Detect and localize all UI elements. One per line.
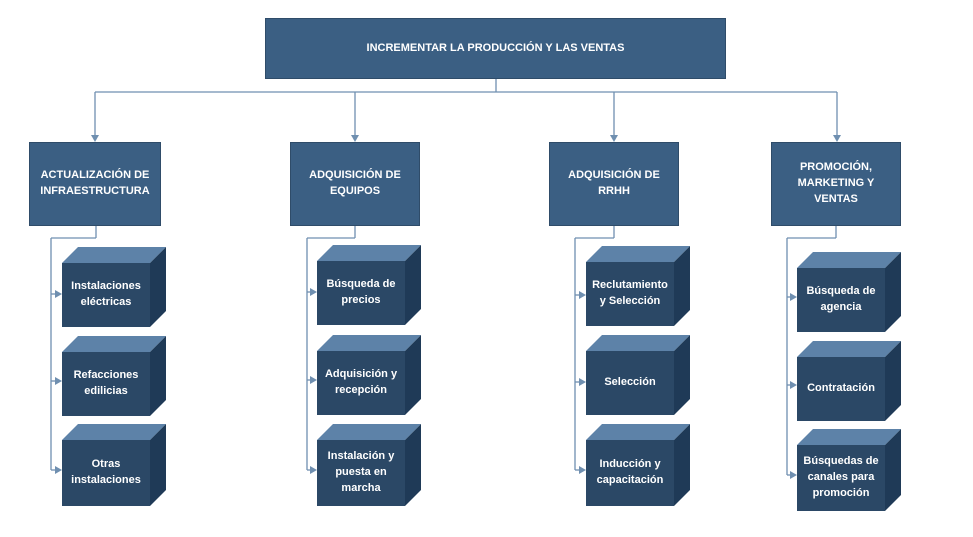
cube-top-face — [586, 246, 690, 262]
cube-side-face — [150, 336, 166, 416]
task-cube: Refacciones edilicias — [62, 336, 166, 416]
task-label: Contratación — [807, 382, 875, 395]
cube-shading — [797, 429, 901, 511]
branch-title: ADQUISICIÓN DE EQUIPOS — [309, 169, 401, 197]
task-label: Selección — [604, 376, 656, 389]
root-node: INCREMENTAR LA PRODUCCIÓN Y LAS VENTAS — [265, 18, 726, 79]
arrow-head — [790, 381, 797, 389]
cube-top-face — [62, 336, 166, 352]
arrow-head — [310, 466, 317, 474]
task-cube: Inducción y capacitación — [586, 424, 690, 506]
cube-top-face — [797, 341, 901, 357]
cube-side-face — [674, 335, 690, 415]
cube-side-face — [150, 247, 166, 327]
cube-side-face — [885, 341, 901, 421]
task-cube: Instalaciones eléctricas — [62, 247, 166, 327]
task-cube: Búsqueda de agencia — [797, 252, 901, 332]
arrow-head — [579, 466, 586, 474]
branch-node-infraestructura: ACTUALIZACIÓN DE INFRAESTRUCTURA — [29, 142, 161, 226]
cube-shading — [586, 424, 690, 506]
arrow-head — [55, 290, 62, 298]
task-label: Búsqueda de precios — [326, 278, 396, 306]
task-cube: Reclutamiento y Selección — [586, 246, 690, 326]
cube-shading — [586, 246, 690, 326]
arrow-head — [790, 471, 797, 479]
cube-top-face — [317, 245, 421, 261]
task-label: Búsquedas de canales para promoción — [803, 455, 879, 499]
cube-top-face — [62, 424, 166, 440]
branch-node-rrhh: ADQUISICIÓN DE RRHH — [549, 142, 679, 226]
cube-side-face — [885, 252, 901, 332]
branch-title: PROMOCIÓN, MARKETING Y VENTAS — [797, 161, 875, 205]
branch-title: ACTUALIZACIÓN DE INFRAESTRUCTURA — [40, 169, 150, 197]
cube-shading — [317, 424, 421, 506]
task-cube: Búsquedas de canales para promoción — [797, 429, 901, 511]
cube-top-face — [317, 335, 421, 351]
arrow-head — [91, 135, 99, 142]
root-label: INCREMENTAR LA PRODUCCIÓN Y LAS VENTAS — [366, 41, 625, 54]
cube-side-face — [405, 424, 421, 506]
cube-shading — [317, 245, 421, 325]
branch-node-marketing: PROMOCIÓN, MARKETING Y VENTAS — [771, 142, 901, 226]
cube-side-face — [674, 246, 690, 326]
task-label: Búsqueda de agencia — [806, 285, 876, 313]
cube-top-face — [317, 424, 421, 440]
cube-top-face — [62, 247, 166, 263]
cube-shading — [797, 341, 901, 421]
cube-shading — [62, 247, 166, 327]
cube-shading — [62, 336, 166, 416]
task-label: Adquisición y recepción — [324, 368, 398, 396]
arrow-head — [833, 135, 841, 142]
arrow-head — [55, 377, 62, 385]
task-cube: Contratación — [797, 341, 901, 421]
arrow-head — [310, 288, 317, 296]
cube-side-face — [885, 429, 901, 511]
arrow-head — [790, 293, 797, 301]
cube-top-face — [797, 429, 901, 445]
task-label: Instalaciones eléctricas — [71, 280, 141, 308]
cube-shading — [586, 335, 690, 415]
task-label: Reclutamiento y Selección — [592, 279, 668, 307]
cube-top-face — [797, 252, 901, 268]
cube-side-face — [150, 424, 166, 506]
cube-side-face — [674, 424, 690, 506]
task-cube: Instalación y puesta en marcha — [317, 424, 421, 506]
task-cube: Selección — [586, 335, 690, 415]
cube-shading — [62, 424, 166, 506]
branch-node-equipos: ADQUISICIÓN DE EQUIPOS — [290, 142, 420, 226]
task-label: Instalación y puesta en marcha — [327, 450, 395, 494]
task-label: Inducción y capacitación — [596, 458, 664, 486]
arrow-head — [310, 376, 317, 384]
arrow-head — [351, 135, 359, 142]
task-cube: Adquisición y recepción — [317, 335, 421, 415]
arrow-head — [55, 466, 62, 474]
cube-top-face — [586, 424, 690, 440]
cube-shading — [797, 252, 901, 332]
arrow-head — [579, 378, 586, 386]
arrow-head — [579, 291, 586, 299]
arrow-head — [610, 135, 618, 142]
branch-title: ADQUISICIÓN DE RRHH — [568, 169, 660, 197]
task-cube: Búsqueda de precios — [317, 245, 421, 325]
cube-top-face — [586, 335, 690, 351]
cube-shading — [317, 335, 421, 415]
task-cube: Otras instalaciones — [62, 424, 166, 506]
cube-side-face — [405, 335, 421, 415]
task-label: Refacciones edilicias — [73, 369, 139, 397]
cube-side-face — [405, 245, 421, 325]
task-label: Otras instalaciones — [71, 458, 141, 486]
